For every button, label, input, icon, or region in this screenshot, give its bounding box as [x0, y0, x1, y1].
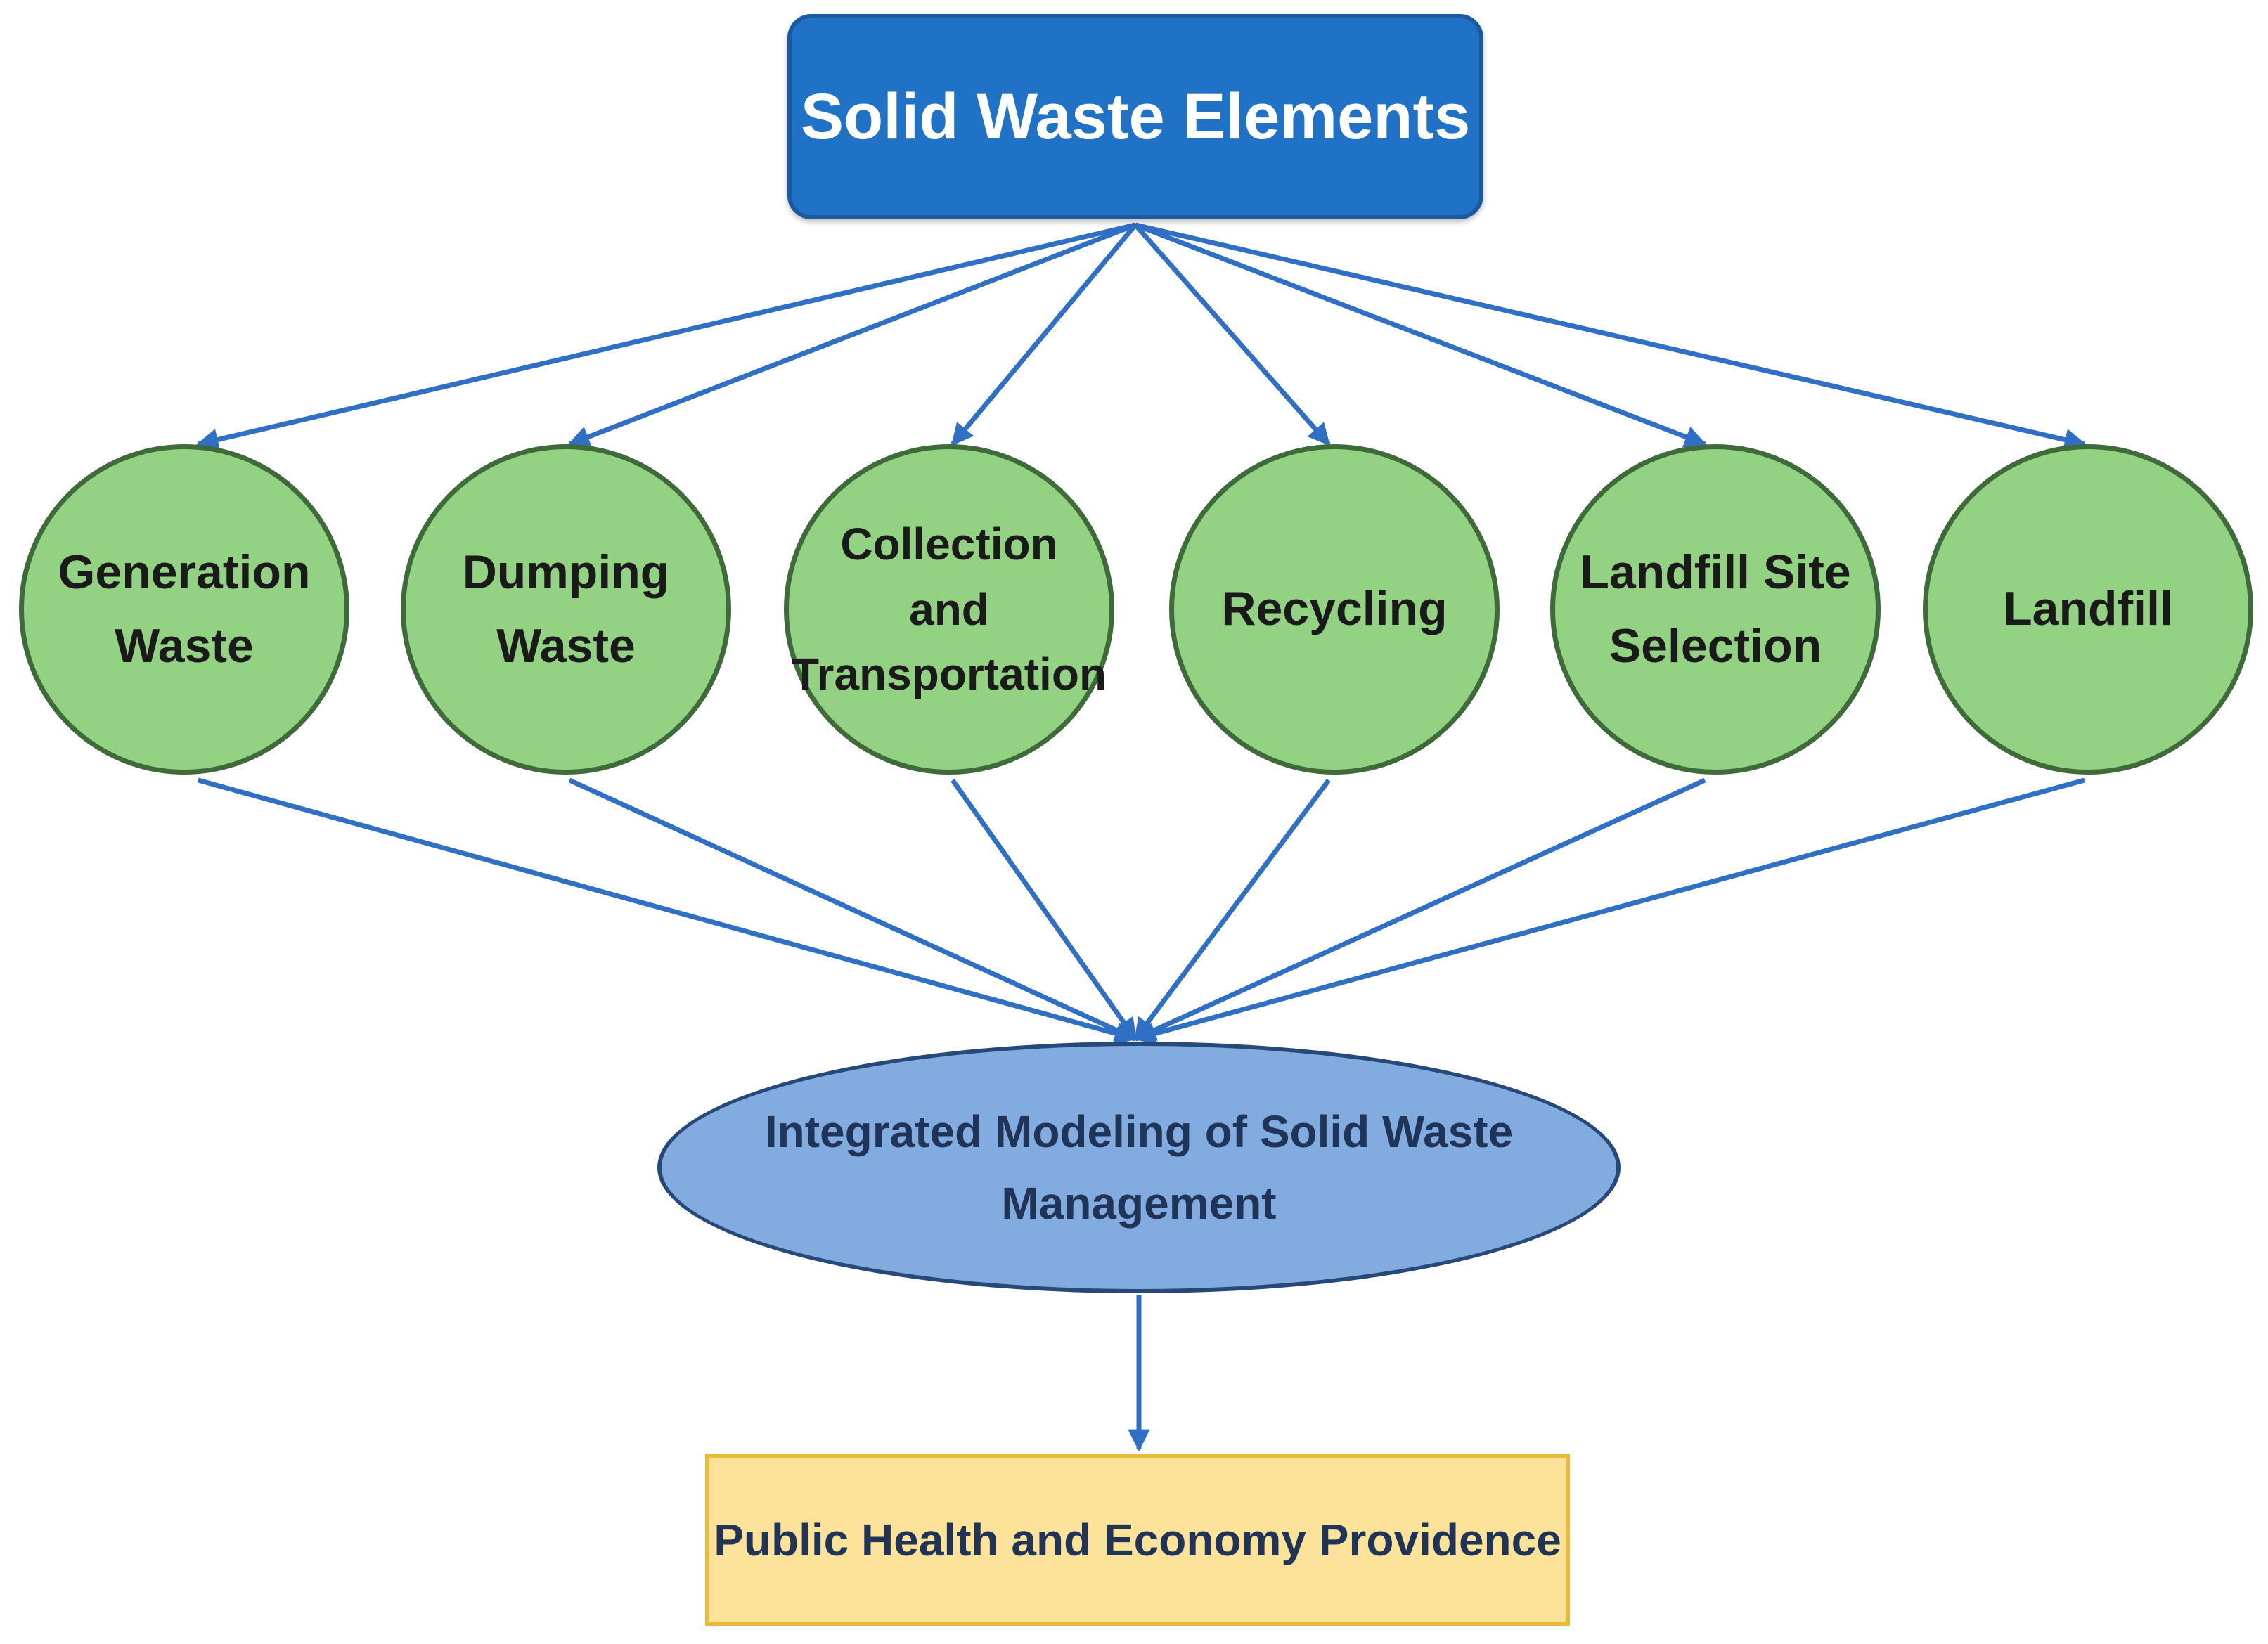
- arrow-top-to-dumping-waste: [567, 222, 1137, 448]
- arrow-top-to-landfill: [1135, 222, 2087, 451]
- element-landfill: Landfill: [1923, 444, 2253, 775]
- integrated-modeling-label-line: Management: [1001, 1178, 1277, 1229]
- arrow-recycling-to-model: [1133, 778, 1331, 1041]
- element-label-line: Landfill: [2003, 582, 2173, 636]
- integrated-modeling-label-line: Integrated Modeling of Solid Waste: [764, 1106, 1514, 1157]
- element-label-line: Landfill Site: [1580, 545, 1851, 599]
- arrow-top-to-generation-waste: [195, 222, 1136, 451]
- arrow-generation-waste-to-model: [198, 777, 1138, 1044]
- arrow-landfill-to-model: [1133, 777, 2085, 1044]
- element-dumping-waste: Dumping Waste: [401, 444, 731, 775]
- element-label-line: Recycling: [1221, 582, 1448, 636]
- element-label-line: Dumping: [462, 545, 670, 599]
- element-label-line: Collection: [840, 518, 1058, 569]
- element-label-line: Waste: [496, 619, 636, 673]
- element-label-line: Selection: [1609, 619, 1822, 673]
- outcome-label: Public Health and Economy Providence: [714, 1514, 1561, 1565]
- arrow-top-to-collection: [951, 223, 1138, 446]
- element-label-line: Waste: [115, 619, 254, 673]
- arrow-top-to-landfill-site-selection: [1134, 222, 1707, 448]
- arrow-dumping-waste-to-model: [568, 777, 1138, 1042]
- integrated-modeling-ellipse: Integrated Modeling of Solid Waste Manag…: [657, 1042, 1621, 1293]
- element-generation-waste: Generation Waste: [19, 444, 349, 775]
- arrow-landfill-site-selection-to-model: [1133, 777, 1706, 1042]
- arrow-top-to-recycling: [1133, 223, 1331, 446]
- element-recycling: Recycling: [1169, 444, 1500, 775]
- element-landfill-site-selection: Landfill Site Selection: [1550, 444, 1881, 775]
- solid-waste-elements-label: Solid Waste Elements: [800, 80, 1471, 153]
- solid-waste-elements-box: Solid Waste Elements: [787, 14, 1483, 219]
- element-label-line: Generation: [58, 545, 311, 599]
- arrow-collection-to-model: [951, 778, 1138, 1041]
- outcome-box: Public Health and Economy Providence: [705, 1454, 1570, 1626]
- element-label-line: and: [909, 583, 989, 635]
- element-label-line: Transportation: [791, 649, 1107, 700]
- element-collection-and-transportation: Collection and Transportation: [784, 444, 1114, 775]
